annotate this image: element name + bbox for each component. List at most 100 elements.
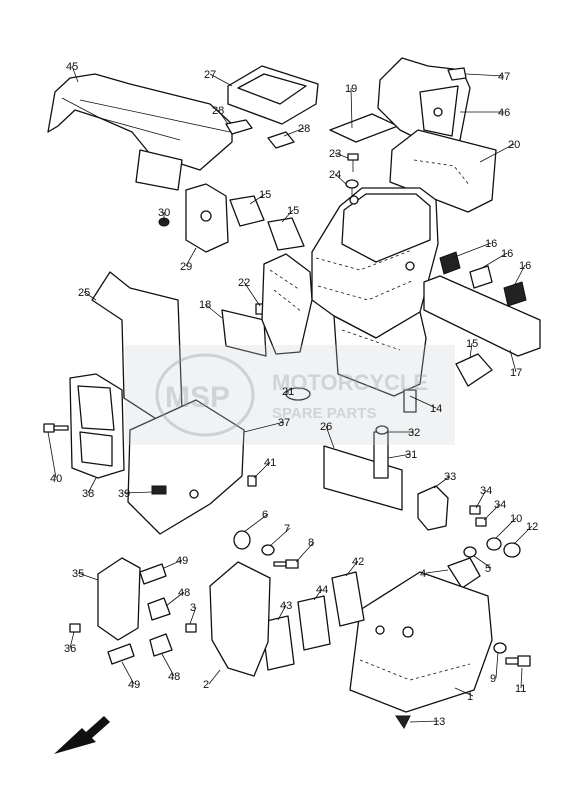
part-3-bolt — [185, 623, 197, 633]
callout-leader-45 — [71, 65, 79, 83]
callout-leader-9 — [495, 651, 499, 679]
callout-leader-2 — [208, 669, 221, 685]
part-5-grommet — [463, 546, 477, 558]
callout-leader-42 — [345, 560, 359, 577]
callout-label-4: 4 — [420, 568, 426, 580]
callout-leader-16 — [513, 264, 526, 287]
callout-label-40: 40 — [50, 473, 62, 485]
callout-leader-24 — [334, 173, 347, 185]
callout-leader-31 — [387, 453, 412, 459]
part-14-battery-box — [311, 187, 439, 413]
part-8-bolt — [273, 559, 299, 569]
part-11-bolt — [505, 655, 531, 667]
callout-label-28: 28 — [212, 105, 224, 117]
callout-leader-34 — [475, 489, 487, 509]
callout-leader-35 — [77, 572, 99, 581]
part-34-bolt-b — [475, 517, 487, 527]
callout-label-20: 20 — [508, 139, 520, 151]
callout-leader-38 — [87, 477, 97, 494]
watermark: MSP MOTORCYCLE SPARE PARTS — [125, 345, 455, 445]
callout-leader-6 — [243, 513, 269, 533]
callout-leader-48 — [161, 653, 175, 677]
callout-leader-5 — [473, 555, 492, 569]
callout-label-29: 29 — [180, 261, 192, 273]
callout-label-15: 15 — [287, 205, 299, 217]
callout-label-35: 35 — [72, 568, 84, 580]
callout-leader-44 — [313, 588, 323, 601]
callout-leader-15 — [249, 193, 266, 205]
callout-label-24: 24 — [329, 169, 341, 181]
part-15-pad-a — [229, 195, 265, 227]
part-41-bolt — [247, 475, 257, 487]
part-12-grommet — [503, 542, 521, 558]
callout-leader-28 — [217, 109, 229, 125]
callout-label-5: 5 — [485, 563, 491, 575]
part-37-side-cover — [127, 399, 245, 535]
callout-label-1: 1 — [467, 691, 473, 703]
callout-leader-15 — [281, 209, 294, 223]
callout-leader-1 — [454, 687, 474, 697]
callout-leader-12 — [513, 525, 533, 545]
callout-label-22: 22 — [238, 277, 250, 289]
callout-label-11: 11 — [515, 683, 526, 695]
callout-leader-29 — [185, 247, 197, 267]
part-18-sheet — [221, 309, 267, 357]
callout-label-13: 13 — [433, 716, 445, 728]
callout-leader-47 — [465, 73, 505, 77]
callout-label-25: 25 — [78, 287, 90, 299]
part-44-strip — [297, 595, 331, 651]
callout-label-3: 3 — [190, 602, 196, 614]
callout-label-26: 26 — [320, 421, 332, 433]
callout-label-15: 15 — [259, 189, 271, 201]
callout-leader-48 — [165, 591, 185, 607]
part-49-relay-a — [139, 563, 167, 585]
watermark-line2: SPARE PARTS — [272, 405, 376, 422]
callout-leader-13 — [409, 720, 440, 723]
front-direction-arrow-icon — [54, 716, 110, 754]
part-4-stay — [447, 557, 481, 589]
callout-label-14: 14 — [430, 403, 442, 415]
part-7-collar — [261, 544, 275, 556]
part-9-washer — [493, 642, 507, 654]
part-6-grommet — [233, 530, 251, 550]
callout-label-36: 36 — [64, 643, 76, 655]
callout-label-27: 27 — [204, 69, 216, 81]
callout-label-15: 15 — [466, 338, 478, 350]
callout-leader-4 — [425, 569, 449, 574]
callout-leader-14 — [409, 395, 437, 409]
callout-label-12: 12 — [526, 521, 538, 533]
callout-label-45: 45 — [66, 61, 78, 73]
watermark-line1: MOTORCYCLE — [272, 370, 428, 395]
part-26-block — [323, 445, 403, 511]
part-48-connector-b — [149, 633, 173, 657]
callout-leader-11 — [520, 667, 523, 689]
callout-leader-40 — [47, 431, 57, 479]
callout-label-34: 34 — [494, 499, 506, 511]
callout-leader-16 — [481, 252, 508, 269]
callout-leader-19 — [350, 87, 353, 129]
callout-leader-27 — [209, 73, 233, 87]
callout-leader-20 — [479, 143, 515, 163]
callout-leader-26 — [325, 425, 335, 449]
callout-label-34: 34 — [480, 485, 492, 497]
callout-label-49: 49 — [176, 555, 188, 567]
callout-label-33: 33 — [444, 471, 456, 483]
part-16-pad-b — [469, 265, 493, 289]
callout-label-47: 47 — [498, 71, 510, 83]
part-36-bolt — [69, 623, 81, 633]
callout-leader-36 — [69, 631, 75, 649]
callout-leader-25 — [83, 291, 97, 301]
callout-label-18: 18 — [199, 299, 211, 311]
callout-leader-16 — [451, 242, 492, 259]
callout-leader-3 — [189, 606, 197, 625]
callout-leader-39 — [123, 491, 153, 494]
inner-frame — [261, 253, 313, 355]
callout-leader-17 — [509, 349, 517, 373]
part-32-collar — [375, 425, 389, 435]
part-27-tray — [227, 65, 319, 125]
callout-label-48: 48 — [178, 587, 190, 599]
part-17-strip — [423, 275, 541, 357]
part-28-pad-a — [225, 119, 253, 135]
part-42-strip — [331, 571, 365, 627]
